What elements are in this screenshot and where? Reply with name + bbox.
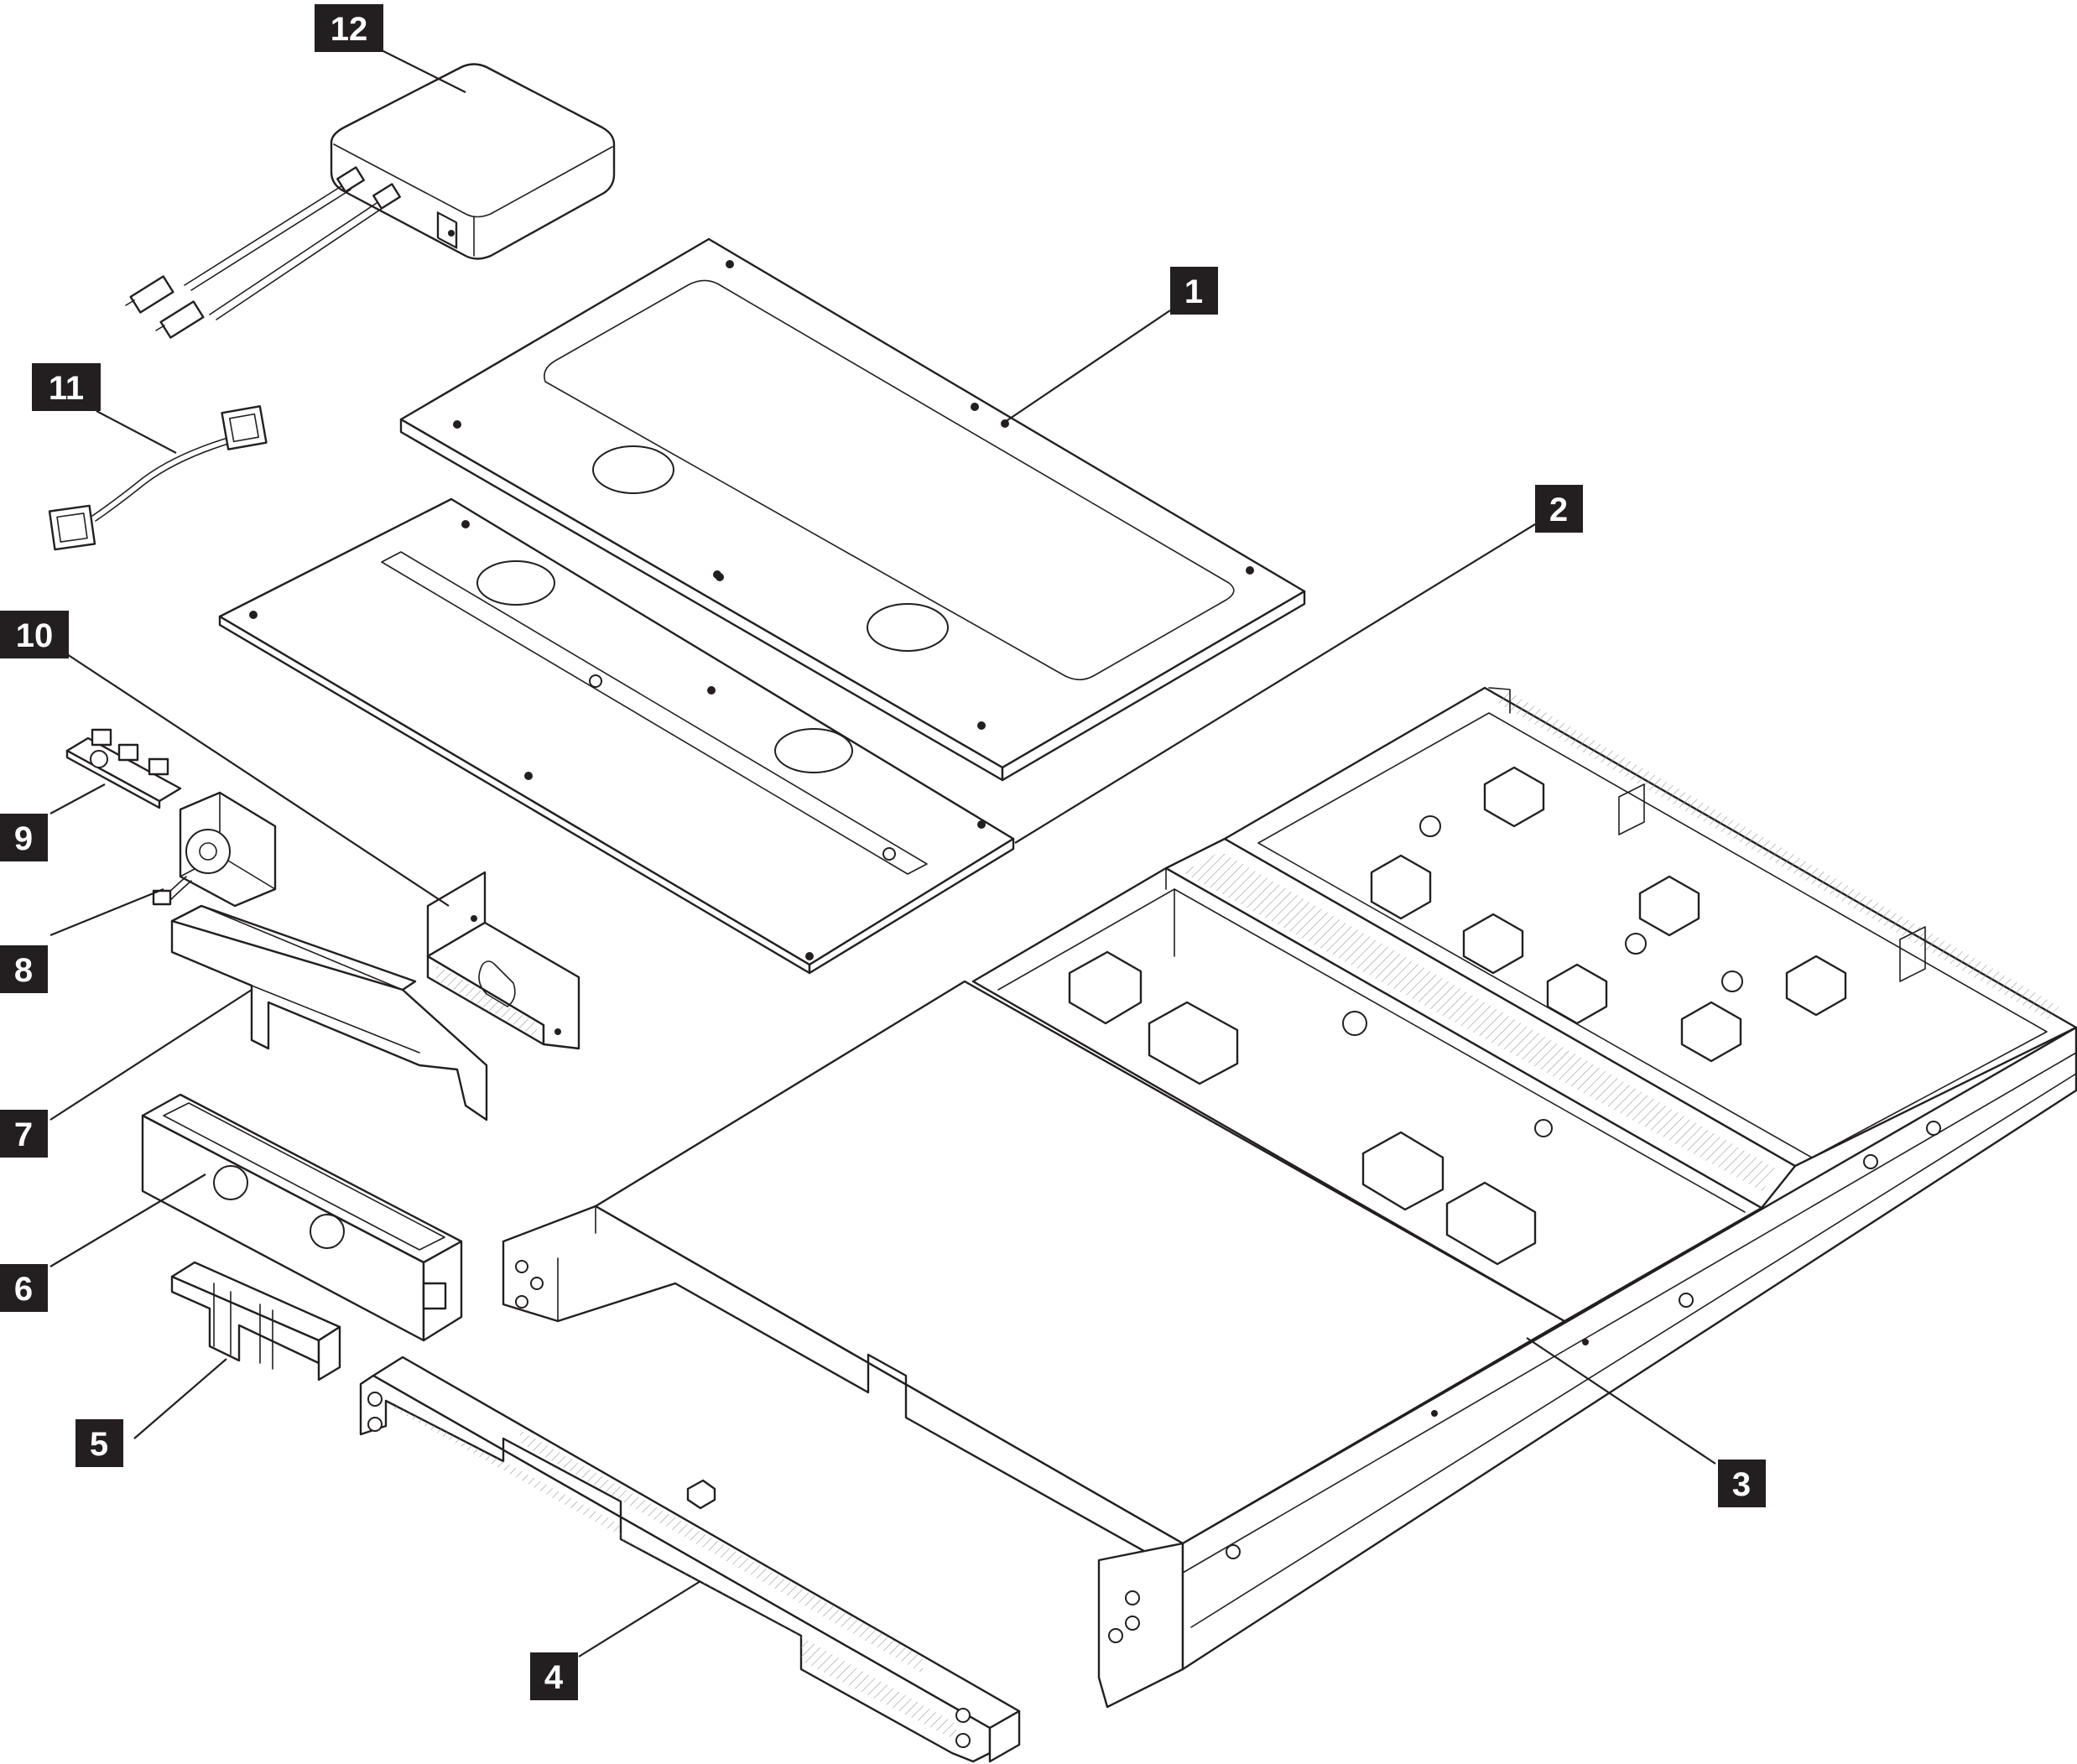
callout-5: 5 xyxy=(75,1419,123,1467)
callout-9-label: 9 xyxy=(14,820,33,857)
callout-4: 4 xyxy=(530,1652,578,1700)
callout-2: 2 xyxy=(1535,485,1583,533)
callout-2-label: 2 xyxy=(1549,492,1568,528)
part-10-bracket xyxy=(426,871,580,1050)
leader-10 xyxy=(66,653,450,907)
leader-3 xyxy=(1526,1337,1716,1465)
callout-4-label: 4 xyxy=(544,1659,564,1696)
part-9-board xyxy=(65,728,182,809)
callout-11: 11 xyxy=(32,363,101,411)
part-5-small-bracket xyxy=(170,1261,341,1382)
leader-2 xyxy=(1014,523,1536,844)
leader-12 xyxy=(381,49,466,93)
callout-12-label: 12 xyxy=(331,11,368,48)
callout-3: 3 xyxy=(1718,1460,1766,1507)
callout-8-label: 8 xyxy=(14,952,33,989)
callout-10: 10 xyxy=(0,611,69,658)
leader-4 xyxy=(578,1580,701,1657)
leader-6 xyxy=(49,1173,206,1267)
leader-5 xyxy=(133,1358,227,1439)
part-4-front-bezel xyxy=(359,1356,1021,1763)
part-3-chassis xyxy=(502,686,2077,1709)
callout-1: 1 xyxy=(1170,267,1218,315)
leader-7 xyxy=(49,989,252,1121)
part-1-top-cover xyxy=(399,237,1306,782)
callout-9: 9 xyxy=(0,814,48,861)
callout-7: 7 xyxy=(0,1110,48,1158)
callout-12: 12 xyxy=(315,4,383,52)
part-12-power-adapter xyxy=(125,63,616,339)
callout-badges: 1 2 3 4 5 6 7 8 xyxy=(0,4,1766,1700)
callout-11-label: 11 xyxy=(49,370,84,407)
leader-lines xyxy=(49,49,1716,1657)
part-2-inner-cover xyxy=(218,497,1015,975)
callout-3-label: 3 xyxy=(1732,1466,1751,1503)
part-7-air-baffle xyxy=(170,904,488,1121)
part-11-cable xyxy=(48,405,268,551)
callout-8: 8 xyxy=(0,945,48,993)
callout-5-label: 5 xyxy=(90,1426,108,1463)
leader-11 xyxy=(96,410,177,454)
leader-1 xyxy=(1002,310,1171,424)
leader-9 xyxy=(49,783,106,814)
callout-6: 6 xyxy=(0,1264,48,1312)
callout-7-label: 7 xyxy=(14,1116,33,1153)
callout-1-label: 1 xyxy=(1184,273,1203,310)
callout-10-label: 10 xyxy=(16,617,54,654)
leader-8 xyxy=(49,887,164,937)
part-8-fan xyxy=(152,791,277,908)
callout-6-label: 6 xyxy=(14,1271,33,1308)
part-6-module-cage xyxy=(141,1093,463,1342)
